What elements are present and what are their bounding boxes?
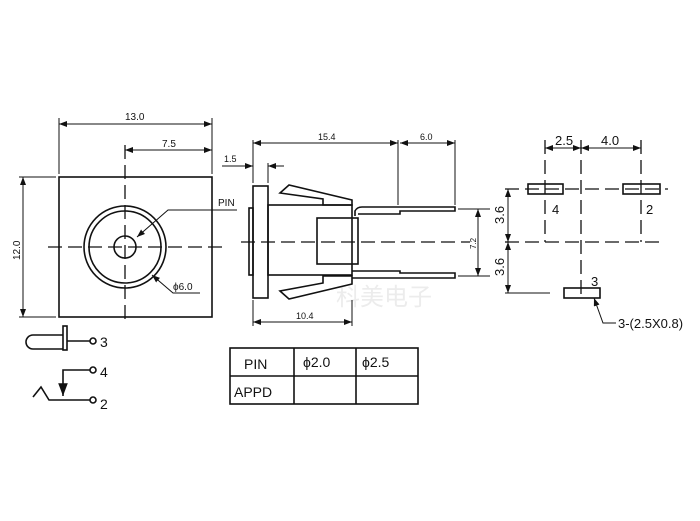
schematic-pin-4: 4 [100, 364, 108, 380]
bottom-pin [352, 270, 456, 279]
pad-4 [527, 183, 564, 195]
table-header-2-5: ϕ2.5 [362, 354, 390, 370]
top-pin [354, 206, 456, 216]
bottom-clip [278, 275, 353, 300]
width-dim: 13.0 [125, 112, 145, 123]
pin-table: PIN ϕ2.0 ϕ2.5 APPD [229, 347, 419, 405]
schematic-pin-3: 3 [100, 334, 108, 350]
pad-label-3: 3 [591, 274, 598, 289]
schematic-pin-2: 2 [100, 396, 108, 412]
pad-2 [622, 183, 661, 195]
dim-v1: 3.6 [492, 206, 507, 224]
pad-label-2: 2 [646, 202, 653, 217]
pin-spacing-dim: 7.2 [469, 237, 478, 249]
body-dim: 10.4 [296, 311, 314, 321]
top-clip [278, 184, 353, 206]
watermark: 科美电子 [336, 283, 432, 311]
table-row-label: APPD [234, 384, 272, 400]
height-dim: 12.0 [12, 240, 23, 260]
footprint: 2.5 4.0 3.6 3.6 4 2 3 3-(2.5X0.8) [492, 133, 683, 331]
table-header-2-0: ϕ2.0 [303, 354, 331, 370]
front-view: 13.0 7.5 12.0 PIN ϕ6.0 [12, 112, 237, 324]
pin-label: PIN [218, 198, 235, 209]
pad-note: 3-(2.5X0.8) [618, 316, 683, 331]
center-dim: 7.5 [162, 139, 176, 150]
inner-contact [316, 217, 359, 265]
body [267, 204, 353, 276]
dim-b: 4.0 [601, 133, 619, 148]
schematic: 3 4 2 [25, 325, 108, 412]
diameter-label: ϕ6.0 [173, 282, 193, 293]
pin-ext-dim: 6.0 [420, 132, 433, 142]
flange-dim: 1.5 [224, 154, 237, 164]
pad-label-4: 4 [552, 202, 559, 217]
side-view: 1.5 15.4 6.0 10.4 7.2 [222, 132, 490, 326]
length-dim: 15.4 [318, 132, 336, 142]
table-header-pin: PIN [244, 356, 267, 372]
pad-3 [563, 287, 601, 299]
dim-v2: 3.6 [492, 258, 507, 276]
dim-a: 2.5 [555, 133, 573, 148]
